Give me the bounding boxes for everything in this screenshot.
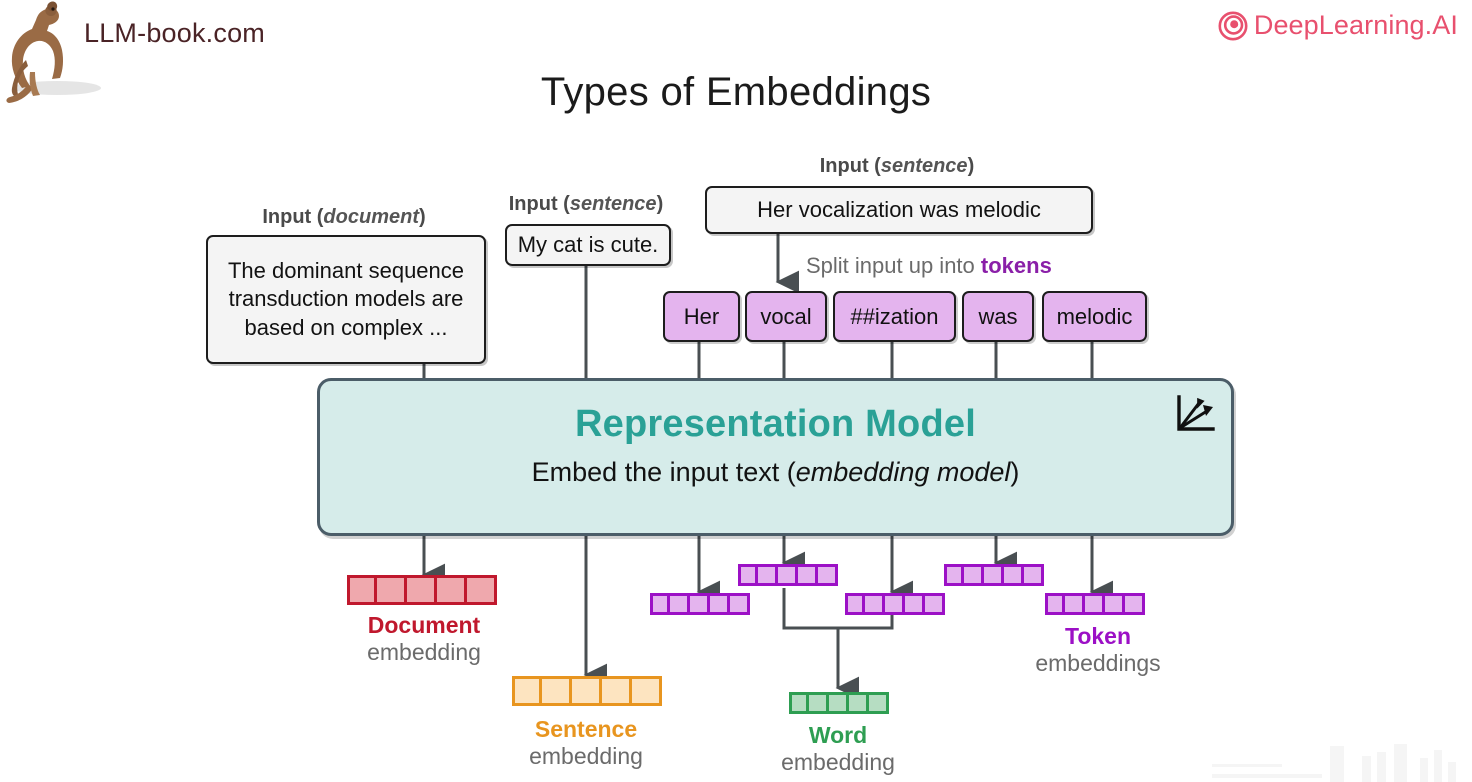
token-label: Her bbox=[683, 303, 720, 329]
input-sentence-short-text: My cat is cute. bbox=[517, 231, 659, 257]
token-embedding-caption: Token embeddings bbox=[1035, 623, 1161, 677]
split-note-emphasis: tokens bbox=[980, 253, 1052, 278]
split-note: Split input up into tokens bbox=[806, 253, 1052, 279]
input-sentence-short-box[interactable]: My cat is cute. bbox=[505, 224, 671, 266]
token-box-0[interactable]: Her bbox=[663, 291, 740, 342]
input-document-text: The dominant sequence transduction model… bbox=[227, 258, 465, 340]
deeplearning-brand[interactable]: DeepLearning.AI bbox=[1218, 10, 1458, 41]
input-sentence-long-caption: Input (sentence) bbox=[819, 155, 975, 177]
input-sentence-long-text: Her vocalization was melodic bbox=[757, 196, 1041, 222]
site-brand-label: LLM-book.com bbox=[84, 18, 265, 48]
token-embedding-vector-1 bbox=[738, 564, 838, 586]
input-document-box[interactable]: The dominant sequence transduction model… bbox=[206, 235, 486, 364]
background-watermark bbox=[1212, 744, 1456, 782]
token-label: ##ization bbox=[850, 303, 939, 329]
word-embedding-vector bbox=[789, 692, 889, 714]
representation-model-subtitle: Embed the input text (embedding model) bbox=[531, 457, 1020, 487]
split-note-text: Split input up into bbox=[806, 253, 981, 278]
site-brand-left[interactable]: LLM-book.com bbox=[0, 0, 420, 110]
token-label: was bbox=[978, 303, 1018, 329]
sentence-embedding-caption: Sentence embedding bbox=[529, 716, 643, 770]
input-sentence-short-caption: Input (sentence) bbox=[508, 193, 664, 215]
token-label: melodic bbox=[1056, 303, 1133, 329]
token-embedding-vector-2 bbox=[845, 593, 945, 615]
vector-axes-icon bbox=[1177, 395, 1215, 431]
kangaroo-logo bbox=[6, 1, 101, 103]
token-embedding-vector-0 bbox=[650, 593, 750, 615]
page-title: Types of Embeddings bbox=[540, 70, 932, 114]
input-sentence-long-box[interactable]: Her vocalization was melodic bbox=[705, 186, 1093, 234]
document-embedding-vector bbox=[347, 575, 497, 605]
token-embedding-vector-3 bbox=[944, 564, 1044, 586]
token-box-3[interactable]: was bbox=[962, 291, 1034, 342]
sentence-embedding-vector bbox=[512, 676, 662, 706]
input-document-caption: Input (document) bbox=[262, 206, 426, 228]
document-embedding-caption: Document embedding bbox=[367, 612, 481, 666]
token-label: vocal bbox=[760, 303, 812, 329]
token-box-2[interactable]: ##ization bbox=[833, 291, 956, 342]
representation-model-box[interactable]: Representation Model Embed the input tex… bbox=[317, 378, 1234, 536]
token-embedding-vector-4 bbox=[1045, 593, 1145, 615]
deeplearning-spiral-icon bbox=[1218, 11, 1248, 40]
token-box-4[interactable]: melodic bbox=[1042, 291, 1147, 342]
token-box-1[interactable]: vocal bbox=[745, 291, 827, 342]
word-embedding-caption: Word embedding bbox=[781, 722, 895, 776]
deeplearning-brand-label: DeepLearning.AI bbox=[1253, 10, 1458, 40]
representation-model-title: Representation Model bbox=[575, 403, 976, 445]
